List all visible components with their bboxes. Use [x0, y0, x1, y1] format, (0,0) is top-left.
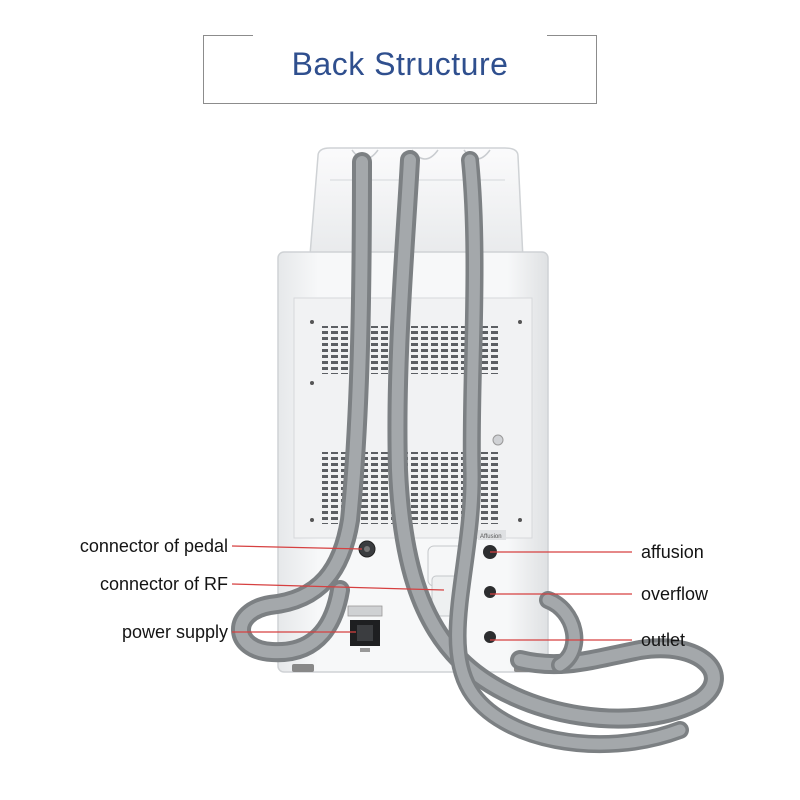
label-overflow: overflow — [641, 584, 709, 604]
label-outlet: outlet — [641, 630, 686, 650]
leader-lines — [231, 545, 632, 641]
leader-line-rf — [231, 583, 445, 591]
label-connector-of-rf: connector of RF — [99, 574, 228, 594]
title-frame — [203, 35, 597, 104]
diagram-title: Back Structure — [291, 46, 509, 82]
outlet-port — [484, 631, 496, 643]
label-affusion: affusion — [641, 542, 704, 562]
title-frame-left-tick — [203, 35, 253, 36]
leader-line-pedal — [231, 545, 363, 550]
label-connector-of-pedal: connector of pedal — [79, 536, 228, 556]
title-frame-right-tick — [547, 35, 597, 36]
pedal-connector — [358, 540, 376, 558]
hoses — [231, 150, 724, 754]
panel-marking: Affusion — [480, 534, 502, 540]
overflow-port — [484, 586, 496, 598]
machine-body — [277, 251, 549, 673]
power-supply-socket — [347, 605, 383, 652]
label-power-supply: power supply — [121, 622, 228, 642]
